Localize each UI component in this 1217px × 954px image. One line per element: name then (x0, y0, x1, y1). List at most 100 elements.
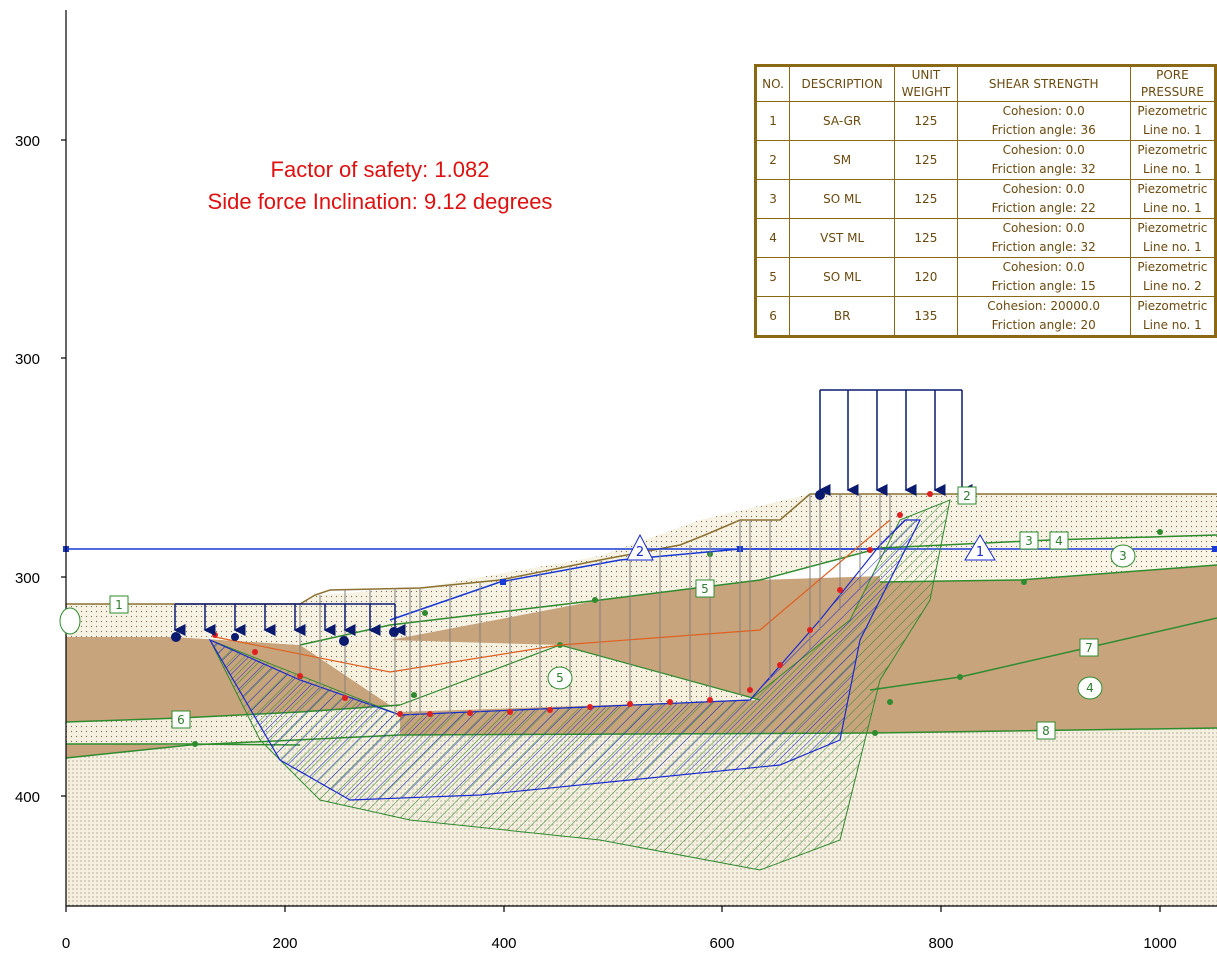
boundary-line-left (66, 743, 301, 746)
row-piezometric: Piezometric (1137, 104, 1208, 118)
boundary-label-2: 2 (957, 486, 977, 505)
x-tick-0: 0 (62, 935, 70, 952)
piezo-label-1: 1 (964, 534, 996, 561)
row-line-no: Line no. 2 (1142, 279, 1202, 293)
header-description: DESCRIPTION (789, 65, 896, 102)
row-friction-angle: Friction angle: 36 (991, 123, 1096, 137)
material-labels: 3 4 5 (59, 544, 1136, 700)
row-piezometric: Piezometric (1137, 182, 1208, 196)
row-cohesion: Cohesion: 0.0 (1002, 182, 1085, 196)
svg-text:1: 1 (976, 545, 984, 560)
row-line-no: Line no. 1 (1142, 201, 1202, 215)
row-friction-angle: Friction angle: 22 (991, 201, 1096, 215)
x-tick-400: 400 (491, 935, 516, 952)
svg-text:2: 2 (963, 489, 971, 503)
svg-text:5: 5 (556, 671, 564, 685)
row-no: 1 (754, 101, 791, 141)
row-description: BR (789, 296, 896, 337)
row-no: 4 (754, 218, 791, 258)
svg-text:1: 1 (115, 598, 123, 612)
boundary-label-8: 8 (1036, 721, 1056, 740)
piezometric-labels: 2 1 (626, 533, 996, 561)
row-description: SA-GR (789, 101, 896, 141)
y-tick-a: 300 (15, 133, 40, 150)
boundary-label-7: 7 (1079, 638, 1099, 657)
y-tick-c: 300 (15, 570, 40, 587)
distributed-load-left (171, 603, 406, 646)
row-unit-weight: 120 (894, 257, 958, 297)
boundary-label-1: 1 (109, 595, 129, 614)
base-force-region-blue (208, 519, 921, 801)
slice-lines (299, 494, 891, 715)
x-tick-labels: 0 200 400 600 800 1000 (62, 935, 1177, 952)
svg-text:2: 2 (636, 545, 644, 560)
row-no: 2 (754, 140, 791, 180)
row-unit-weight: 125 (894, 140, 958, 180)
header-no: NO. (754, 65, 791, 102)
row-description: SM (789, 140, 896, 180)
factor-of-safety-text: Factor of safety: 1.082 (270, 157, 490, 182)
row-unit-weight: 125 (894, 179, 958, 219)
y-tick-labels: 300 300 300 400 (15, 133, 40, 806)
row-piezometric: Piezometric (1137, 143, 1208, 157)
row-description: SO ML (789, 257, 896, 297)
boundary-label-5: 5 (695, 579, 715, 598)
row-description: SO ML (789, 179, 896, 219)
axes (61, 10, 1217, 912)
boundary-labels: 1 2 3 4 5 6 7 8 (109, 486, 1099, 740)
row-unit-weight: 125 (894, 218, 958, 258)
material-label-3: 3 (1110, 544, 1136, 568)
header-unit-weight: UNIT WEIGHT (894, 65, 958, 102)
y-tick-b: 300 (15, 351, 40, 368)
svg-text:3: 3 (1025, 534, 1033, 548)
row-no: 3 (754, 179, 791, 219)
svg-text:6: 6 (177, 713, 185, 727)
row-friction-angle: Friction angle: 32 (991, 240, 1096, 254)
row-line-no: Line no. 1 (1142, 123, 1202, 137)
row-no: 5 (754, 257, 791, 297)
row-friction-angle: Friction angle: 32 (991, 162, 1096, 176)
svg-text:7: 7 (1085, 641, 1093, 655)
ground-surface (66, 493, 1217, 605)
row-line-no: Line no. 1 (1142, 318, 1202, 332)
material-label-4: 4 (1077, 676, 1103, 700)
row-description: VST ML (789, 218, 896, 258)
distributed-load-right (815, 389, 973, 500)
x-tick-800: 800 (928, 935, 953, 952)
svg-text:4: 4 (1055, 534, 1063, 548)
boundary-label-6: 6 (171, 710, 191, 729)
x-tick-1000: 1000 (1143, 935, 1176, 952)
svg-text:8: 8 (1042, 724, 1050, 738)
row-unit-weight: 135 (894, 296, 958, 337)
header-pore-pressure: PORE PRESSURE (1129, 65, 1217, 102)
table-header-row: NO. DESCRIPTION UNIT WEIGHT SHEAR STRENG… (754, 65, 1217, 102)
row-piezometric: Piezometric (1137, 260, 1208, 274)
row-cohesion: Cohesion: 0.0 (1002, 221, 1085, 235)
boundary-label-4: 4 (1049, 531, 1069, 550)
header-shear-strength: SHEAR STRENGTH (956, 65, 1131, 102)
search-limit-line (214, 519, 891, 673)
material-properties-table: NO. DESCRIPTION UNIT WEIGHT SHEAR STRENG… (754, 64, 1217, 338)
row-cohesion: Cohesion: 0.0 (1002, 260, 1085, 274)
slip-surface-points (212, 491, 933, 717)
row-piezometric: Piezometric (1137, 221, 1208, 235)
side-force-inclination-text: Side force Inclination: 9.12 degrees (207, 189, 553, 214)
x-tick-200: 200 (272, 935, 297, 952)
